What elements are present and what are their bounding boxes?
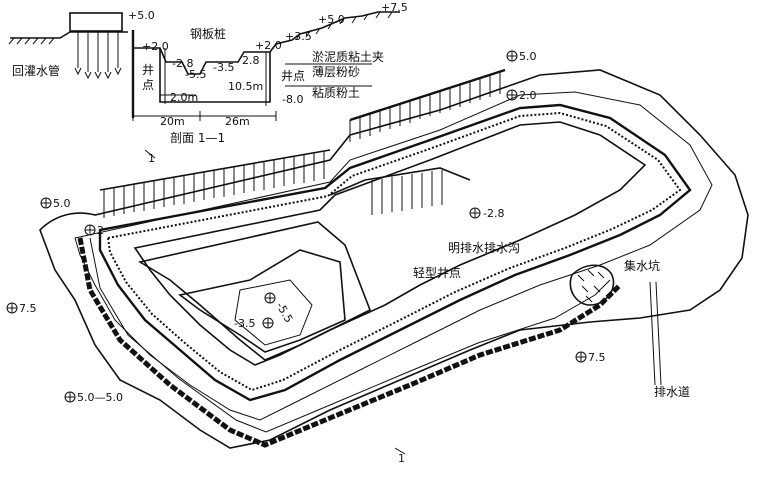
section-elev-minus35: -3.5: [213, 61, 234, 74]
plan-sheet-pile-wall: [349, 68, 506, 142]
plan-elev-50-50: 5.0—5.0: [77, 391, 123, 404]
section-pit-bottom: [159, 48, 271, 103]
section-dim-2m: 2.0m: [170, 91, 198, 104]
plan-elev-plus20-left: 2: [97, 224, 104, 237]
section-elev-plus35: +3.5: [285, 30, 312, 43]
section-label-sheet-pile: 钢板桩: [190, 26, 226, 41]
plan-wellpoint-ring: [106, 111, 682, 392]
section-label-recharge-pipe: 回灌水管: [12, 63, 60, 78]
plan-deep-pit-floor: [234, 279, 313, 346]
plan-drain-ditch-inner: [89, 237, 611, 433]
plan-elev-plus50-left: 5.0: [53, 197, 71, 210]
section-label-silt-clay-2: 薄层粉砂: [312, 64, 360, 79]
plan-elev-minus35: -3.5: [234, 317, 255, 330]
plan-section-mark-bottom: 1: [398, 452, 405, 465]
section-elev-minus55: -5.5: [185, 68, 206, 81]
section-elev-top-left: +5.0: [128, 9, 155, 22]
section-label-wellpoint-left2: 点: [142, 78, 154, 92]
section-elev-plus20-left: +2.0: [142, 40, 169, 53]
plan-deep-pit-upper: [137, 221, 372, 361]
plan-sump-pit: [569, 264, 615, 306]
section-recharge-pipes: [74, 32, 122, 80]
plan-drain-pipe: [649, 281, 662, 386]
plan-elev-plus20-right: 2.0: [519, 89, 537, 102]
section-label-wellpoint-right: 井点: [281, 69, 305, 83]
plan-drain-ditch: [77, 237, 622, 448]
plan-side-wall-hatch: [99, 149, 331, 218]
section-label-wellpoint-left: 井: [142, 63, 154, 77]
section-excavation-profile: [133, 11, 400, 75]
plan-elev-minus28: -2.8: [483, 207, 504, 220]
section-elev-minus28-b: 2.8: [242, 54, 260, 67]
section-ground-hatch-right: [295, 11, 393, 41]
section-elev-minus80: -8.0: [282, 93, 303, 106]
section-elev-minus28-a: -2.8: [172, 57, 193, 70]
plan-pit-rim: [98, 103, 692, 402]
section-dim-26m: 26m: [225, 115, 250, 128]
plan-elev-minus55: -5.5: [273, 300, 295, 325]
plan-label-sump: 集水坑: [624, 258, 660, 273]
section-building: [69, 12, 123, 32]
plan-pit-floor: [133, 121, 647, 366]
section-view: +5.0 +5.0 +7.5 +3.5 +2.0 +2.0 -2.8 -3.5 …: [8, 1, 408, 145]
plan-view: 5.0 2.0 5.0 2 7.5 -2.8 -3.5 -5.5 7.5 5.0…: [6, 50, 749, 465]
plan-deep-pit-lower: [178, 249, 346, 353]
section-dim-20m: 20m: [160, 115, 185, 128]
plan-inner-wall: [329, 167, 471, 215]
plan-elev-plus75-left: 7.5: [19, 302, 37, 315]
plan-terrain-outline: [39, 69, 749, 449]
section-elev-top-right-a: +5.0: [318, 13, 345, 26]
plan-elev-plus75-bottom: 7.5: [588, 351, 606, 364]
plan-section-mark-top: 1: [148, 152, 155, 165]
section-label-silty-clay: 粘质粉土: [312, 85, 360, 100]
plan-elev-markers: [6, 50, 587, 403]
section-ground-left: [10, 31, 128, 39]
section-title: 剖面 1—1: [170, 131, 225, 145]
plan-elev-plus50-right: 5.0: [519, 50, 537, 63]
section-label-silt-clay-1: 淤泥质粘土夹: [312, 49, 384, 64]
plan-section-mark-bottom-line: [394, 447, 406, 455]
section-dim-105m: 10.5m: [228, 80, 263, 93]
section-elev-top-right-b: +7.5: [381, 1, 408, 14]
plan-section-mark-top-line: [144, 149, 156, 159]
plan-label-drain: 排水道: [654, 385, 690, 399]
section-elev-plus20-right: +2.0: [255, 39, 282, 52]
section-ground-hatch-left: [8, 37, 55, 45]
plan-label-light-wellpoint: 轻型井点: [413, 266, 461, 280]
section-dimension-lines: [132, 94, 277, 121]
plan-label-open-ditch: 明排水排水沟: [448, 241, 520, 255]
plan-embankment-edge: [74, 91, 713, 421]
